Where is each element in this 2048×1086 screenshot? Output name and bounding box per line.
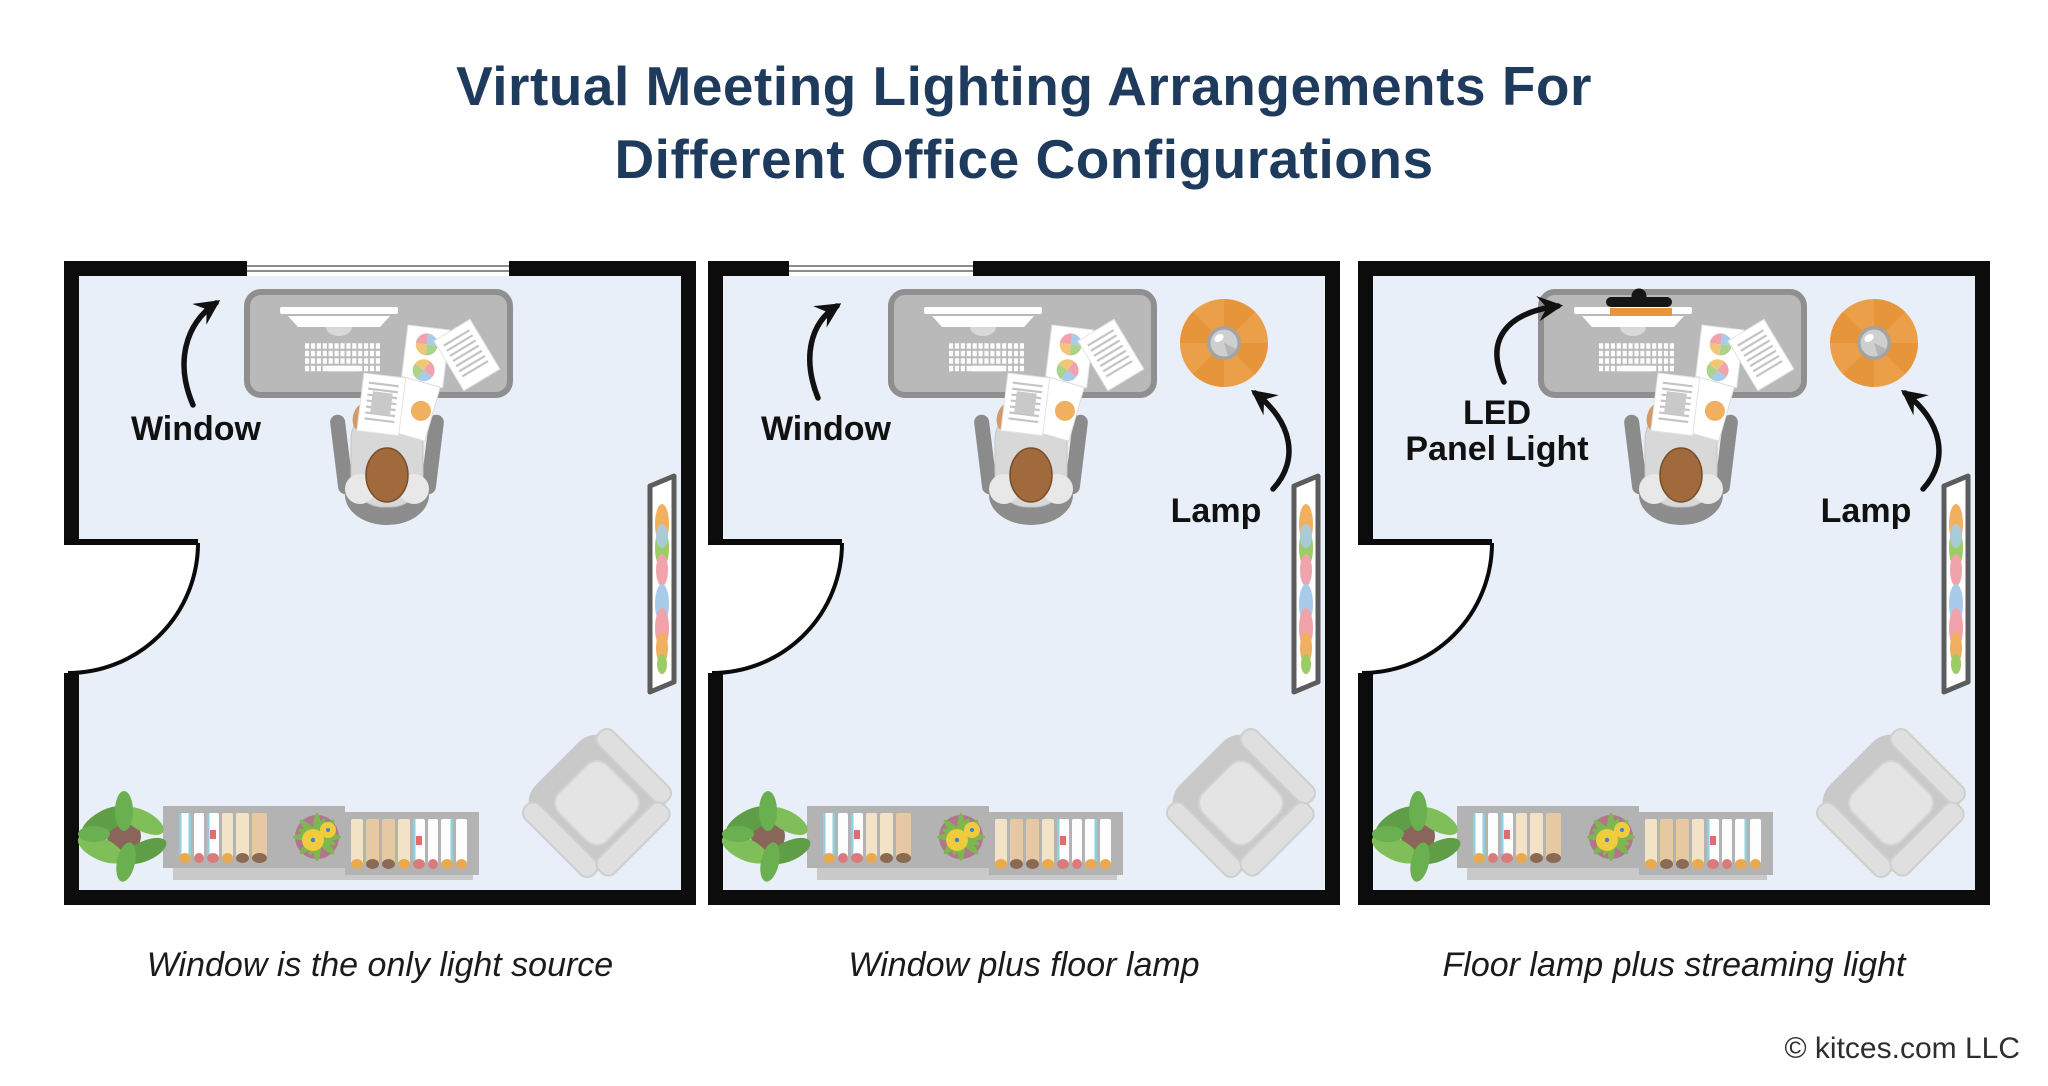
floor-lamp-icon bbox=[1180, 299, 1268, 387]
room-window-only: Window Window is the only light source bbox=[64, 261, 696, 985]
title-line-1: Virtual Meeting Lighting Arrangements Fo… bbox=[456, 55, 1592, 117]
wall-art-icon bbox=[1944, 476, 1968, 692]
floor-plan-lamp-plus-streaming: LED Panel Light Lamp bbox=[1358, 261, 1990, 905]
floor-plan-window-plus-lamp: Window Lamp bbox=[708, 261, 1340, 905]
window-arrow-icon bbox=[807, 303, 842, 401]
title-line-2: Different Office Configurations bbox=[614, 127, 1434, 190]
floor-plan-window-only: Window bbox=[64, 261, 696, 905]
room-lamp-plus-streaming-light: LED Panel Light Lamp Floor lamp plus str… bbox=[1358, 261, 1990, 985]
window-arrow-icon bbox=[181, 300, 221, 408]
window-icon bbox=[247, 261, 509, 276]
led-panel-arrow-icon bbox=[1494, 296, 1564, 385]
window-label: Window bbox=[761, 410, 892, 448]
room-caption: Floor lamp plus streaming light bbox=[1442, 946, 1906, 984]
bookshelf-icon bbox=[1457, 806, 1773, 880]
window-label: Window bbox=[131, 410, 262, 448]
led-panel-label-line2: Panel Light bbox=[1405, 430, 1588, 468]
room-window-plus-lamp: Window Lamp Window plus floor lamp bbox=[708, 261, 1340, 985]
floor-lamp-icon bbox=[1830, 299, 1918, 387]
window-icon bbox=[789, 261, 973, 276]
lamp-arrow-icon bbox=[1900, 389, 1942, 492]
lamp-arrow-icon bbox=[1250, 389, 1292, 492]
page-title: Virtual Meeting Lighting Arrangements Fo… bbox=[0, 50, 2048, 195]
lamp-label: Lamp bbox=[1821, 492, 1912, 530]
wall-art-icon bbox=[650, 476, 674, 692]
bookshelf-icon bbox=[163, 806, 479, 880]
led-panel-label-line1: LED bbox=[1463, 394, 1531, 432]
room-caption: Window is the only light source bbox=[146, 946, 614, 984]
room-caption: Window plus floor lamp bbox=[848, 946, 1200, 984]
copyright-note: © kitces.com LLC bbox=[1784, 1032, 2020, 1065]
lamp-label: Lamp bbox=[1171, 492, 1262, 530]
wall-art-icon bbox=[1294, 476, 1318, 692]
bookshelf-icon bbox=[807, 806, 1123, 880]
